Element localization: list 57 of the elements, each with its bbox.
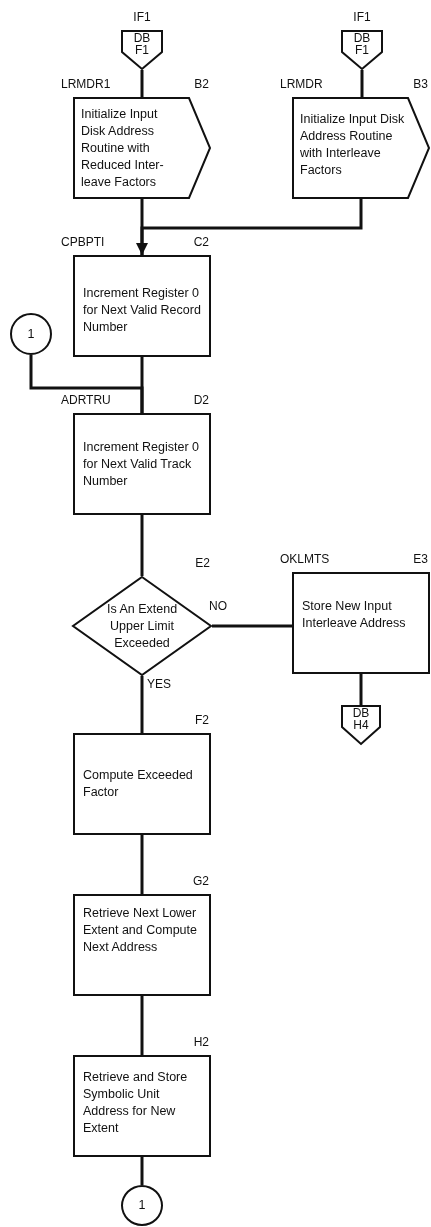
edge-label: NO (208, 600, 228, 613)
process-box (73, 894, 211, 996)
routine-label: LRMDR (280, 77, 323, 91)
connector-line (212, 624, 292, 628)
box-text: Is An Extend Upper Limit Exceeded (105, 600, 179, 652)
decision-diamond (72, 576, 212, 676)
block-reference: G2 (193, 874, 209, 888)
box-text: Increment Register 0 for Next Valid Record Number (83, 285, 202, 336)
connector-code: DB F1 (132, 32, 152, 56)
connector-code: DB H4 (351, 707, 371, 731)
block-reference: F2 (195, 713, 209, 727)
connector-line (140, 70, 144, 97)
process-box (292, 572, 430, 674)
connector-line (140, 996, 144, 1055)
box-text: Retrieve and Store Symbolic Unit Address for New Extent (83, 1069, 189, 1137)
process-box (73, 413, 211, 515)
process-box (73, 733, 211, 835)
page-reference: IF1 (133, 10, 151, 24)
box-text: Initialize Input Disk Address Routine with Interleave Factors (300, 111, 406, 179)
routine-label: LRMDR1 (61, 77, 111, 91)
box-text: Store New Input Interleave Address (302, 598, 407, 632)
connector-line (140, 515, 144, 576)
connector-number: 1 (138, 1197, 146, 1214)
block-reference: D2 (193, 393, 209, 407)
offpage-connector (341, 30, 383, 70)
connector-number: 1 (27, 325, 35, 343)
routine-label: CPBPTI (61, 235, 105, 249)
connector-code: DB F1 (352, 32, 372, 56)
connector-line (140, 835, 144, 894)
offpage-connector (121, 30, 163, 70)
routine-label: OKLMTS (280, 552, 330, 566)
arrow (136, 199, 363, 255)
process-box (73, 1055, 211, 1157)
connector-line (29, 355, 144, 413)
block-reference: B2 (194, 77, 209, 91)
block-reference: B3 (413, 77, 428, 91)
box-text: Initialize Input Disk Address Routine with Reduced Inter-leave Factors (81, 106, 165, 191)
routine-label: ADRTRU (61, 393, 111, 407)
block-reference: E3 (413, 552, 428, 566)
connector-line (360, 70, 364, 97)
box-text: Compute Exceeded Factor (83, 767, 194, 801)
connector-line (359, 674, 363, 705)
connector-line (140, 1157, 144, 1185)
punched-card-box (73, 97, 211, 199)
box-text: Increment Register 0 for Next Valid Track Number (83, 439, 201, 490)
connector-circle (10, 313, 52, 355)
edge-label: YES (146, 678, 172, 691)
page-reference: IF1 (353, 10, 371, 24)
connector-circle (121, 1185, 163, 1226)
block-reference: H2 (193, 1035, 209, 1049)
punched-card-box (292, 97, 430, 199)
process-box (73, 255, 211, 357)
box-text: Retrieve Next Lower Extent and Compute Next Address (83, 905, 198, 956)
offpage-connector (341, 705, 381, 745)
block-reference: E2 (195, 556, 210, 570)
block-reference: C2 (193, 235, 209, 249)
connector-line (140, 676, 144, 733)
